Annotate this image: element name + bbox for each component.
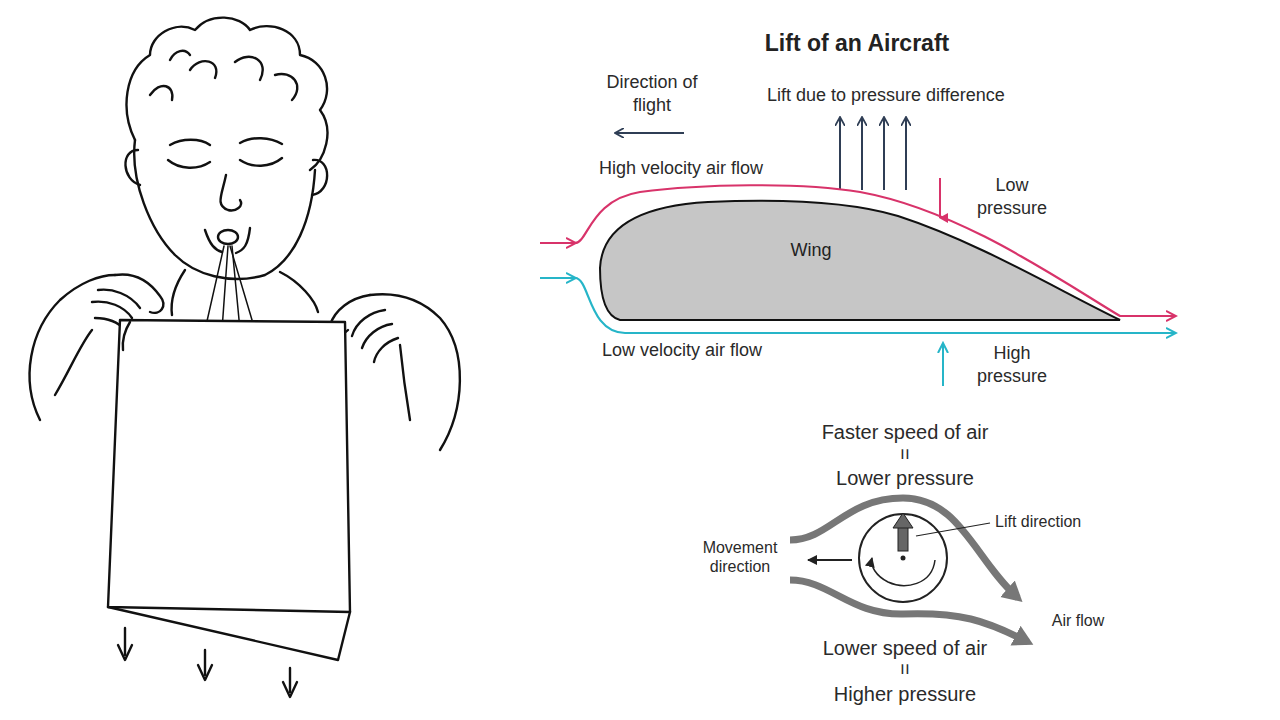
- equals-sign: =: [895, 448, 915, 460]
- speed-label: Lower speed of air: [823, 636, 988, 661]
- pressure-label: Higher pressure: [834, 682, 976, 707]
- flow-label: High velocity air flow: [599, 157, 763, 180]
- lift-direction-label: Lift direction: [995, 512, 1081, 532]
- equals-sign: =: [895, 663, 915, 675]
- diagram-title: Lift of an Aircraft: [765, 32, 949, 55]
- pressure-label: High pressure: [962, 342, 1062, 388]
- airflow-label: Air flow: [1052, 611, 1104, 631]
- pressure-label: Lower pressure: [836, 466, 974, 491]
- speed-label: Faster speed of air: [822, 420, 989, 445]
- movement-label: Movement direction: [690, 538, 790, 576]
- direction-label: Direction of flight: [597, 71, 707, 117]
- wing-label: Wing: [790, 240, 831, 261]
- pressure-label: Low pressure: [962, 174, 1062, 220]
- lift-label: Lift due to pressure difference: [767, 84, 1005, 107]
- flow-label: Low velocity air flow: [602, 339, 762, 362]
